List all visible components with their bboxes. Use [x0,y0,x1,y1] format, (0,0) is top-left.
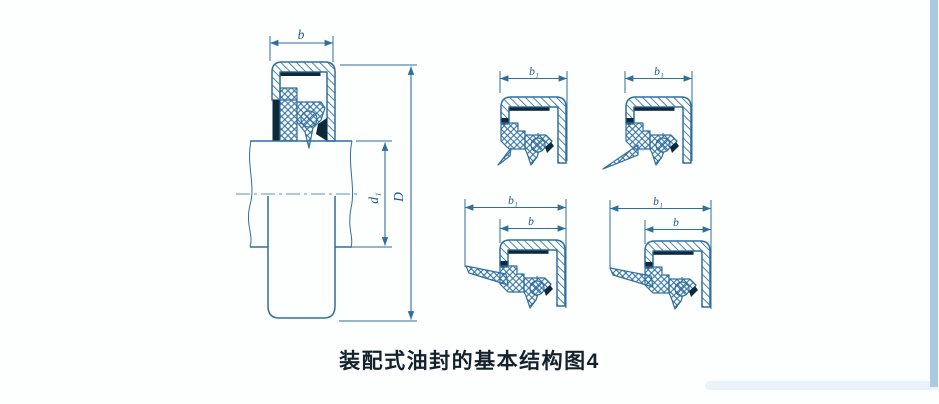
main-seal-body [271,61,336,149]
bottom-right-fade-band [705,381,938,390]
dimension-b: b [269,27,334,62]
detail4-b1-label: b₁ [653,196,663,208]
main-seal-section-view: b [236,27,417,322]
dimension-d1: d₁ [338,140,392,248]
dust-lip [497,147,512,166]
detail1-b1-label: b₁ [529,66,539,78]
dim-b-label: b [298,27,305,42]
dim-d1-label: d₁ [366,192,381,203]
detail3-b-label: b [528,216,534,228]
dimension-D: D [339,64,417,322]
dim-D-label: D [391,192,406,203]
detail4-b-label: b [673,217,679,229]
main-case-dark-top [280,72,321,76]
detail-seal-2: b₁ [602,66,693,170]
shaft-right-break-line [349,140,354,248]
dim-d1-extension-lines [338,140,392,248]
main-spring-cross [302,105,316,126]
dust-lip [609,267,654,288]
detail-seal-4: b₁ b [609,196,712,310]
main-rubber-column [279,87,298,142]
seal-lower-half-outline [267,196,336,319]
main-lip-dark-wedge [316,118,327,141]
dust-lip [465,265,509,286]
shaft-left-break-line [247,140,253,248]
detail2-b1-label: b₁ [654,66,664,78]
dust-lip [602,144,639,170]
detail3-b1-label: b₁ [508,195,518,207]
detail2-extension-lines [624,71,693,161]
detail-seal-1: b₁ [497,66,568,166]
detail-seal-3: b₁ b [464,195,567,309]
main-case-dark-left [272,100,280,141]
detail1-extension-lines [499,71,568,161]
right-edge-border-strip [930,0,938,387]
dim-D-extension-lines [339,64,417,322]
figure-caption: 装配式油封的基本结构图4 [339,350,600,373]
